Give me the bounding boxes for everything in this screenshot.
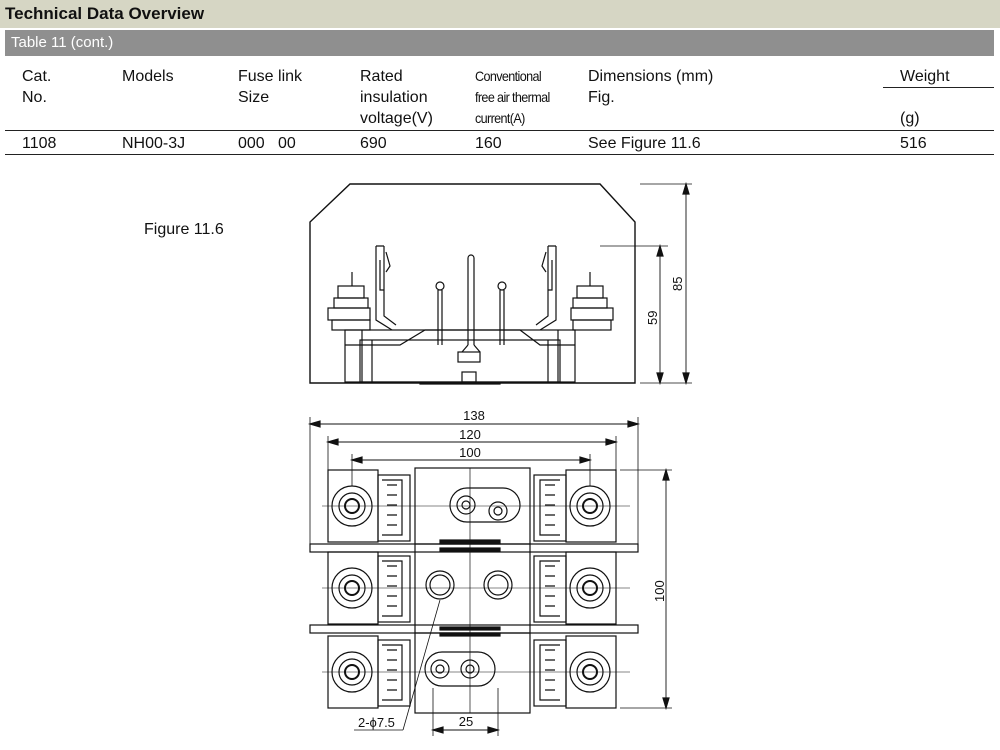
header-dimensions: Dimensions (mm)Fig. <box>588 68 714 106</box>
header-divider <box>5 130 994 131</box>
dim-25-label: 25 <box>459 714 473 729</box>
dim-138-label: 138 <box>463 408 485 423</box>
row-cat: 1108 <box>22 135 57 152</box>
page-title: Technical Data Overview <box>0 0 1000 28</box>
header-models: Models <box>122 68 174 85</box>
row-conv: 160 <box>475 135 502 152</box>
dim-100-label: 100 <box>459 445 481 460</box>
header-weight: Weight (g) <box>900 68 950 127</box>
row-divider <box>5 154 994 155</box>
dim-85-label: 85 <box>670 277 685 291</box>
dim-59-label: 59 <box>645 311 660 325</box>
row-fuse: 000 00 <box>238 135 296 152</box>
header-cat: Cat.No. <box>22 68 52 106</box>
dim-depth-100-label: 100 <box>652 580 667 602</box>
row-rated: 690 <box>360 135 387 152</box>
dim-120-label: 120 <box>459 427 481 442</box>
weight-header-rule <box>883 87 994 88</box>
row-weight: 516 <box>900 135 927 152</box>
base-block <box>344 329 576 383</box>
front-body-outline <box>309 183 636 384</box>
top-view <box>307 417 672 736</box>
figure-label: Figure 11.6 <box>144 221 224 238</box>
table-caption: Table 11 (cont.) <box>5 30 994 56</box>
row-models: NH00-3J <box>122 135 186 152</box>
front-view <box>309 181 692 386</box>
hole-callout-label: 2-ϕ7.5 <box>358 715 395 730</box>
row-dims: See Figure 11.6 <box>588 135 701 152</box>
